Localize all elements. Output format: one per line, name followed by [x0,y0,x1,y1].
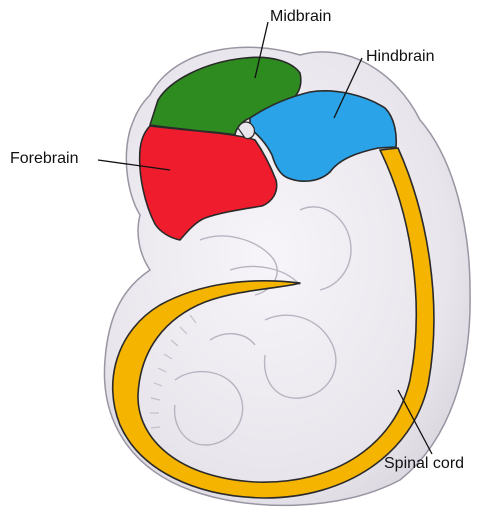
midbrain-label: Midbrain [270,9,331,25]
forebrain-label: Forebrain [10,151,78,167]
spinal-cord-label: Spinal cord [384,456,464,472]
hindbrain-label: Hindbrain [366,49,434,65]
